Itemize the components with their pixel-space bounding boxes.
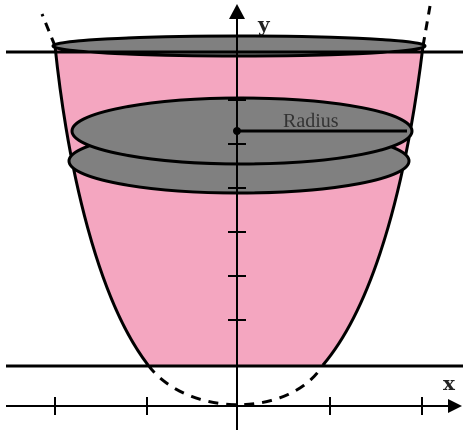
dashed-parabola-left-top: [40, 13, 57, 47]
dashed-parabola-right-top: [421, 5, 432, 47]
dashed-parabola-bottom: [146, 364, 325, 407]
solid-of-revolution: [55, 46, 423, 365]
radius-label: Radius: [283, 110, 339, 132]
x-axis-arrowhead: [448, 399, 462, 413]
y-axis-ticks: [228, 99, 246, 321]
x-axis-ticks: [54, 397, 423, 415]
y-axis-arrowhead: [229, 4, 245, 19]
disc-center-point: [233, 127, 241, 135]
x-axis-label: x: [443, 371, 456, 395]
solid-left-boundary: [53, 45, 150, 366]
y-axis-label: y: [257, 12, 271, 36]
solid-right-boundary: [321, 45, 425, 366]
